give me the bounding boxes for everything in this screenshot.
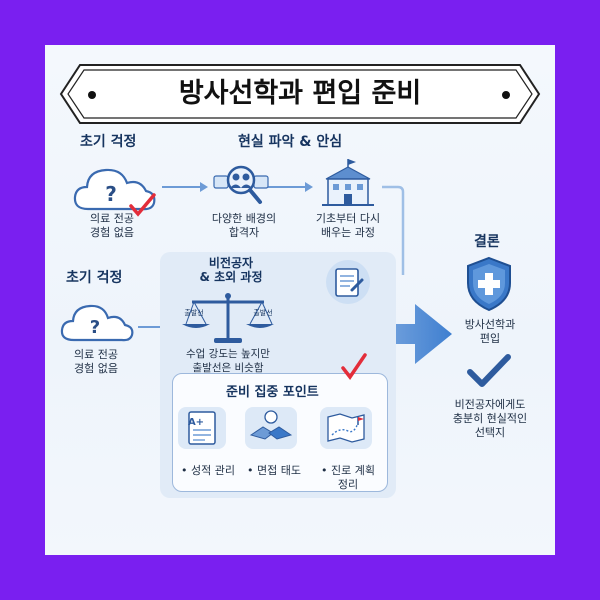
worry-cloud-icon: ? [73, 168, 156, 211]
conclusion-heading: 결론 [474, 234, 500, 250]
title-banner: 방사선학과 편입 준비 [58, 62, 542, 126]
check-mark-icon [467, 354, 511, 387]
people-search-icon [213, 165, 269, 204]
panel-heading: 비전공자 & 초외 과정 [199, 256, 263, 284]
svg-text:?: ? [90, 317, 100, 338]
shield-caption: 방사선학과 편입 [464, 318, 516, 345]
svg-text:?: ? [105, 182, 117, 206]
scale-right-label: 출발선 [253, 309, 273, 317]
balance-scale-icon [182, 293, 274, 343]
red-check-icon [341, 353, 367, 380]
focus-item-interview: • 면접 태도 [247, 464, 301, 477]
svg-text:A+: A+ [188, 417, 204, 428]
school-building-icon [322, 159, 374, 206]
scale-caption: 수업 강도는 높지만 출발선은 비슷함 [186, 348, 270, 374]
row2-initial-heading: 초기 걱정 [66, 270, 123, 286]
focus-item-grades: • 성적 관리 [181, 464, 235, 477]
red-check-icon [129, 193, 156, 217]
scale-left-label: 출발선 [184, 309, 204, 317]
grade-report-icon: A+ [178, 407, 226, 449]
row1-initial-caption: 의료 전공 경험 없음 [90, 212, 134, 239]
diverse-caption: 다양한 배경의 합격자 [211, 212, 277, 239]
career-map-icon [320, 407, 372, 449]
reality-heading: 현실 파악 & 안심 [238, 134, 343, 150]
handshake-icon [245, 407, 297, 449]
row2-initial-caption: 의료 전공 경험 없음 [74, 348, 118, 375]
check-caption: 비전공자에게도 충분히 현실적인 선택지 [452, 398, 528, 439]
shield-plus-icon [467, 256, 511, 312]
focus-heading: 준비 집중 포인트 [226, 385, 319, 400]
page-title: 방사선학과 편입 준비 [178, 78, 422, 109]
basics-caption: 기초부터 다시 배우는 과정 [315, 212, 381, 239]
worry-cloud-icon: ? [60, 304, 134, 342]
focus-item-career: • 진로 계획 정리 [321, 464, 375, 491]
row1-initial-heading: 초기 걱정 [80, 134, 137, 150]
checklist-document-icon [326, 260, 370, 304]
